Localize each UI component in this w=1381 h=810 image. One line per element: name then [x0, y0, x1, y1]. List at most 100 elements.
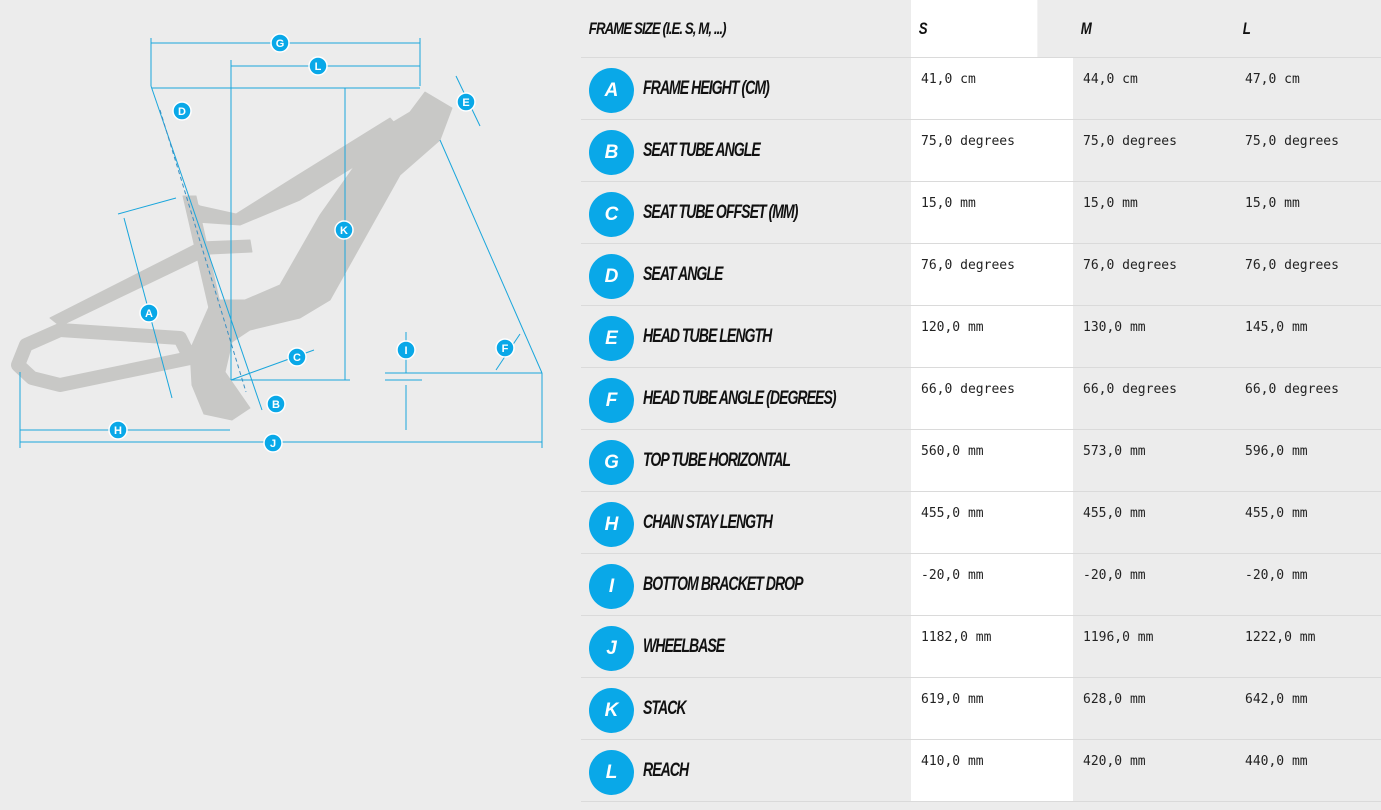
value-size-s: 15,0 mm — [911, 181, 1073, 244]
dimension-badge: B — [589, 130, 634, 175]
value-size-m: 420,0 mm — [1073, 739, 1235, 802]
bike-frame — [11, 91, 453, 421]
value-size-m: 76,0 degrees — [1073, 243, 1235, 306]
row-label: B SEAT TUBE ANGLE — [589, 126, 911, 175]
value-size-l: 440,0 mm — [1235, 739, 1381, 802]
svg-text:C: C — [293, 352, 301, 364]
marker-f: F — [495, 338, 515, 358]
value-size-s: -20,0 mm — [911, 553, 1073, 616]
marker-h: H — [108, 420, 128, 440]
value-size-l: 455,0 mm — [1235, 491, 1381, 554]
value-size-l: -20,0 mm — [1235, 553, 1381, 616]
marker-b: B — [266, 394, 286, 414]
value-size-m: 455,0 mm — [1073, 491, 1235, 554]
value-size-l: 47,0 cm — [1235, 57, 1381, 120]
svg-text:A: A — [145, 308, 153, 320]
dimension-label: HEAD TUBE ANGLE (DEGREES) — [643, 387, 837, 409]
geometry-header-row: FRAME SIZE (I.E. S, M, ...) S M L — [581, 0, 1381, 58]
value-size-m: 44,0 cm — [1073, 57, 1235, 120]
dimension-badge: D — [589, 254, 634, 299]
size-s-header: S — [911, 0, 1038, 58]
dimension-markers: G L D E K A I F C B H J — [108, 33, 515, 453]
value-size-s: 560,0 mm — [911, 429, 1073, 492]
dashed-seat-line — [159, 109, 247, 393]
value-size-m: 1196,0 mm — [1073, 615, 1235, 678]
marker-i: I — [396, 340, 416, 360]
value-size-m: 75,0 degrees — [1073, 119, 1235, 182]
value-size-s: 120,0 mm — [911, 305, 1073, 368]
dimension-label: WHEELBASE — [643, 635, 725, 657]
dimension-label: FRAME HEIGHT (CM) — [643, 77, 770, 99]
value-size-m: -20,0 mm — [1073, 553, 1235, 616]
row-label-cell: F HEAD TUBE ANGLE (DEGREES) — [581, 367, 911, 430]
marker-l: L — [308, 56, 328, 76]
marker-d: D — [172, 101, 192, 121]
value-size-s: 455,0 mm — [911, 491, 1073, 554]
value-size-m: 130,0 mm — [1073, 305, 1235, 368]
svg-text:F: F — [502, 343, 509, 355]
row-label: F HEAD TUBE ANGLE (DEGREES) — [589, 374, 911, 423]
value-size-s: 66,0 degrees — [911, 367, 1073, 430]
dimension-badge: K — [589, 688, 634, 733]
dimension-badge: F — [589, 378, 634, 423]
value-size-m: 15,0 mm — [1073, 181, 1235, 244]
value-size-l: 145,0 mm — [1235, 305, 1381, 368]
size-m-header: M — [1080, 18, 1092, 38]
value-size-s: 41,0 cm — [911, 57, 1073, 120]
value-size-s: 1182,0 mm — [911, 615, 1073, 678]
marker-j: J — [263, 433, 283, 453]
value-size-l: 75,0 degrees — [1235, 119, 1381, 182]
dimension-label: BOTTOM BRACKET DROP — [643, 573, 804, 595]
value-size-s: 619,0 mm — [911, 677, 1073, 740]
dimension-label: SEAT TUBE OFFSET (MM) — [643, 201, 798, 223]
dimension-label: SEAT ANGLE — [643, 263, 723, 285]
bike-geometry-diagram: G L D E K A I F C B H J — [11, 33, 543, 453]
marker-e: E — [456, 92, 476, 112]
row-label-cell: C SEAT TUBE OFFSET (MM) — [581, 181, 911, 244]
dimension-badge: C — [589, 192, 634, 237]
value-size-l: 15,0 mm — [1235, 181, 1381, 244]
row-label: I BOTTOM BRACKET DROP — [589, 560, 911, 609]
dimension-badge: L — [589, 750, 634, 795]
value-size-s: 75,0 degrees — [911, 119, 1073, 182]
row-label-cell: L REACH — [581, 739, 911, 802]
row-label-cell: B SEAT TUBE ANGLE — [581, 119, 911, 182]
frame-size-header: FRAME SIZE (I.E. S, M, ...) — [588, 18, 727, 38]
dimension-label: SEAT TUBE ANGLE — [643, 139, 761, 161]
value-size-s: 410,0 mm — [911, 739, 1073, 802]
marker-a: A — [139, 303, 159, 323]
row-label-cell: I BOTTOM BRACKET DROP — [581, 553, 911, 616]
value-size-l: 1222,0 mm — [1235, 615, 1381, 678]
value-size-m: 573,0 mm — [1073, 429, 1235, 492]
dimension-label: HEAD TUBE LENGTH — [643, 325, 772, 347]
row-label: C SEAT TUBE OFFSET (MM) — [589, 188, 911, 237]
value-size-l: 66,0 degrees — [1235, 367, 1381, 430]
value-size-s: 76,0 degrees — [911, 243, 1073, 306]
dimension-label: REACH — [643, 759, 689, 781]
dimension-badge: I — [589, 564, 634, 609]
svg-text:L: L — [315, 61, 322, 73]
marker-g: G — [270, 33, 290, 53]
size-l-header: L — [1242, 18, 1251, 38]
value-size-l: 642,0 mm — [1235, 677, 1381, 740]
